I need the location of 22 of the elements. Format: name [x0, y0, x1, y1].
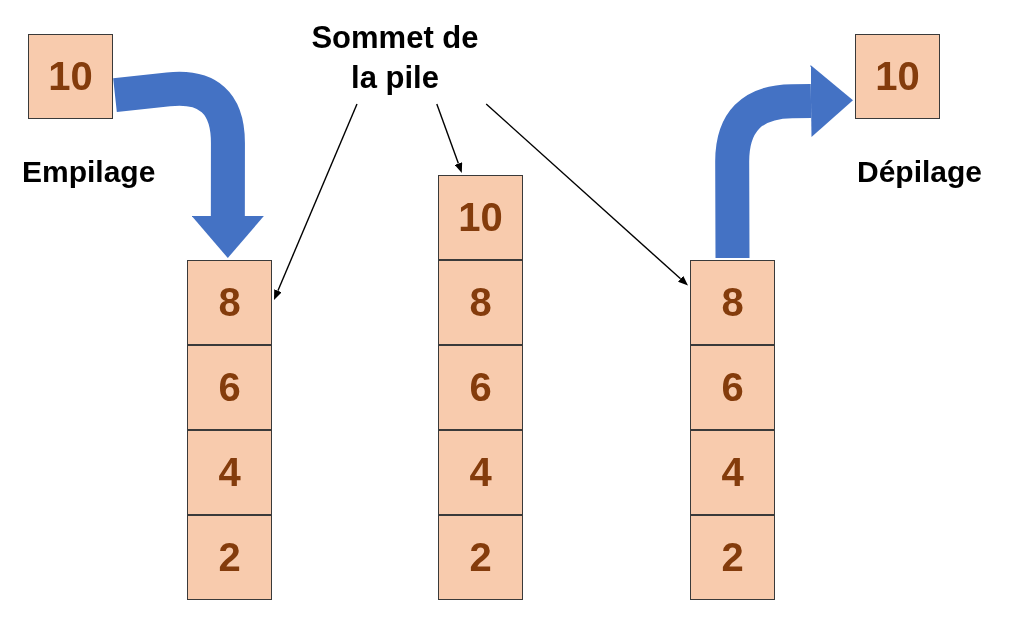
stack-cell: 6: [438, 345, 523, 430]
stack-cell: 4: [187, 430, 272, 515]
curved-block-arrow: [715, 64, 853, 259]
stack-cell: 4: [690, 430, 775, 515]
stack-cell: 4: [438, 430, 523, 515]
operation-label: Dépilage: [857, 155, 983, 189]
stack-cell: 2: [187, 515, 272, 600]
stack-cell: 2: [690, 515, 775, 600]
leader-line: [436, 103, 463, 173]
stack-cell: 8: [438, 260, 523, 345]
stack-cell: 10: [28, 34, 113, 119]
operation-label: Empilage: [22, 155, 156, 189]
stack-cell: 2: [438, 515, 523, 600]
stack-cell: 10: [438, 175, 523, 260]
stack-cell: 6: [690, 345, 775, 430]
leader-line: [274, 103, 358, 300]
caption-text: Sommet de la pile: [300, 18, 490, 99]
leader-line: [485, 103, 688, 286]
stack-cell: 10: [855, 34, 940, 119]
stack-cell: 8: [690, 260, 775, 345]
stack-cell: 6: [187, 345, 272, 430]
stack-cell: 8: [187, 260, 272, 345]
